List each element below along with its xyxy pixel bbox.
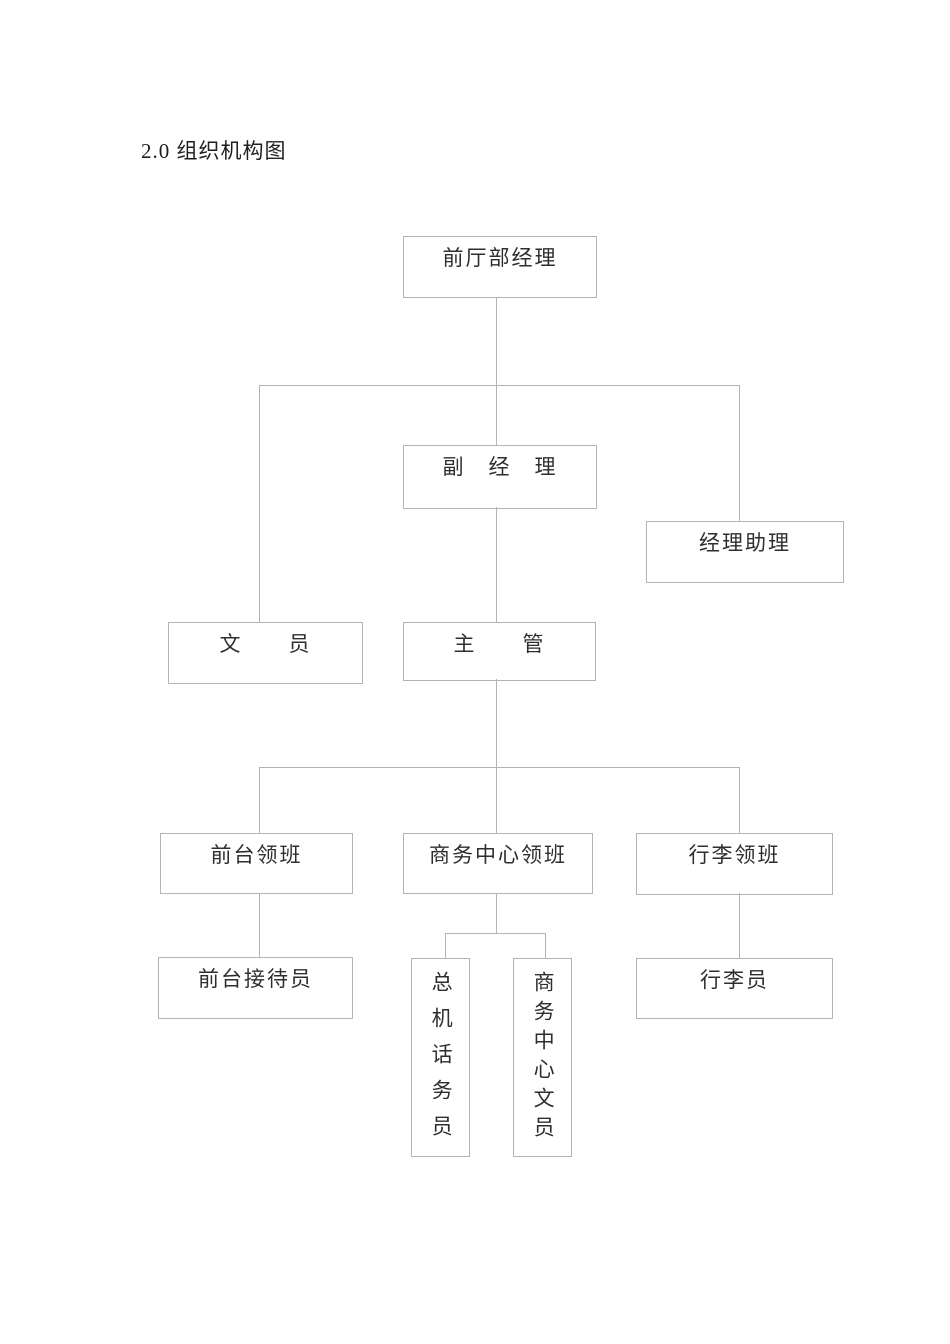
connector-deputy-to-supervisor xyxy=(496,507,497,622)
org-node-label: 行李领班 xyxy=(688,843,781,867)
connector-to-luggage-foreman xyxy=(739,768,740,833)
connector-supervisor-down xyxy=(496,679,497,767)
section-heading: 2.0 组织机构图 xyxy=(141,139,287,163)
connector-to-clerk xyxy=(259,386,260,622)
org-node-bellman: 行李员 xyxy=(636,958,833,1019)
org-node-label: 商务中心领班 xyxy=(429,843,567,867)
org-node-luggage-foreman: 行李领班 xyxy=(636,833,833,895)
org-node-label: 主 管 xyxy=(453,632,546,656)
org-node-label: 前厅部经理 xyxy=(442,246,558,270)
connector-to-business-center-clerk xyxy=(545,934,546,958)
org-node-label: 总机话务员 xyxy=(429,971,454,1151)
org-node-clerk: 文 员 xyxy=(168,622,363,684)
connector-to-front-desk-foreman xyxy=(259,768,260,833)
connector-to-assistant xyxy=(739,386,740,521)
connector-business-center-foreman-down xyxy=(496,894,497,933)
connector-manager-down xyxy=(496,298,497,445)
connector-to-bellman xyxy=(739,893,740,958)
org-node-label: 文 员 xyxy=(219,632,312,656)
org-node-label: 商务中心文员 xyxy=(531,971,556,1145)
org-node-deputy-manager: 副 经 理 xyxy=(403,445,597,509)
connector-lower-rail xyxy=(259,767,740,768)
org-node-front-office-manager: 前厅部经理 xyxy=(403,236,597,298)
connector-to-switchboard-operator xyxy=(445,934,446,958)
org-node-label: 经理助理 xyxy=(699,531,791,555)
org-node-label: 行李员 xyxy=(700,968,769,992)
org-node-switchboard-operator: 总机话务员 xyxy=(411,958,470,1157)
connector-upper-rail xyxy=(259,385,740,386)
org-node-business-center-clerk: 商务中心文员 xyxy=(513,958,572,1157)
connector-to-business-center-foreman xyxy=(496,768,497,833)
org-node-label: 前台接待员 xyxy=(198,967,313,991)
connector-business-center-rail xyxy=(445,933,546,934)
org-node-front-desk-receptionist: 前台接待员 xyxy=(158,957,353,1019)
org-node-label: 副 经 理 xyxy=(442,455,558,479)
org-node-supervisor: 主 管 xyxy=(403,622,596,681)
org-node-manager-assistant: 经理助理 xyxy=(646,521,844,583)
org-node-label: 前台领班 xyxy=(210,843,303,867)
org-node-front-desk-foreman: 前台领班 xyxy=(160,833,353,894)
org-node-business-center-foreman: 商务中心领班 xyxy=(403,833,593,894)
connector-to-receptionist xyxy=(259,894,260,957)
